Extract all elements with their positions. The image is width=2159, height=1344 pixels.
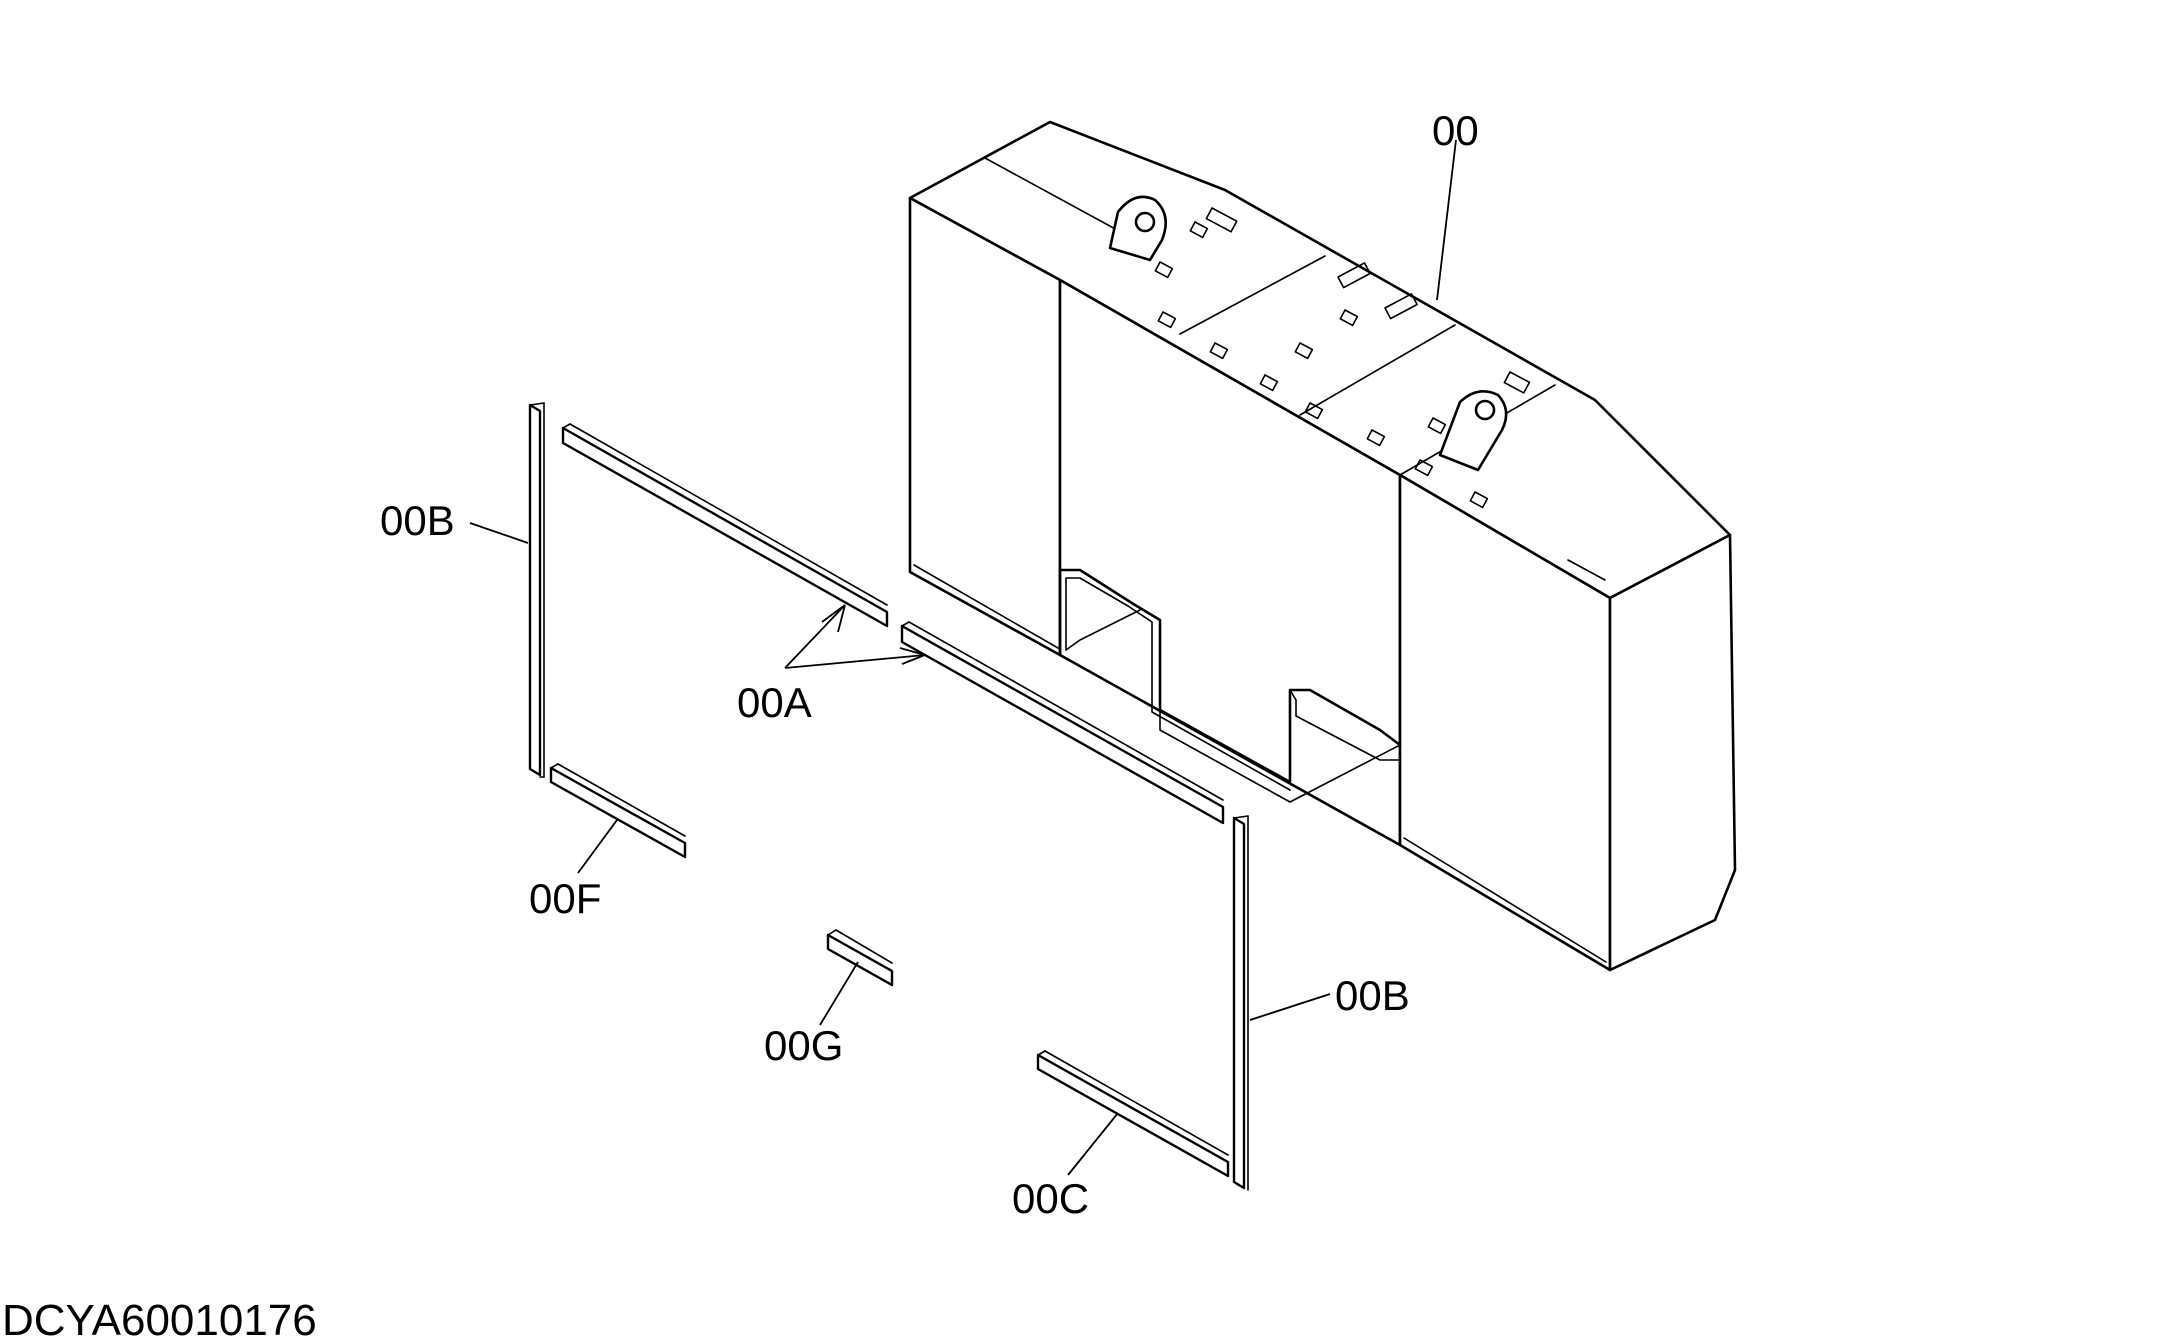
callout-00b-left: 00B — [380, 497, 455, 544]
lifting-eye-right — [1438, 390, 1508, 472]
right-end-face — [1608, 533, 1737, 972]
strip-00f — [549, 766, 687, 859]
callout-00: 00 — [1432, 107, 1479, 154]
callout-00c: 00C — [1012, 1175, 1089, 1222]
leader-lines — [469, 139, 1457, 1176]
callout-00b-right: 00B — [1335, 972, 1410, 1019]
strip-00a-lower — [900, 624, 1225, 825]
callout-00g: 00G — [764, 1022, 843, 1069]
strip-00c — [1036, 1053, 1230, 1178]
strip-00b-right — [1232, 816, 1246, 1190]
lifting-eye-left — [1108, 195, 1167, 262]
callout-00a: 00A — [737, 679, 812, 726]
left-front-block — [908, 196, 1062, 657]
strip-00g — [826, 933, 894, 987]
counterweight-body — [908, 120, 1737, 972]
strip-00b-left — [528, 403, 542, 777]
strip-00a-upper — [561, 426, 889, 628]
mounting-pads — [1154, 207, 1531, 509]
drawing-number: DCYA60010176 — [2, 1296, 317, 1344]
callout-00f: 00F — [529, 875, 601, 922]
